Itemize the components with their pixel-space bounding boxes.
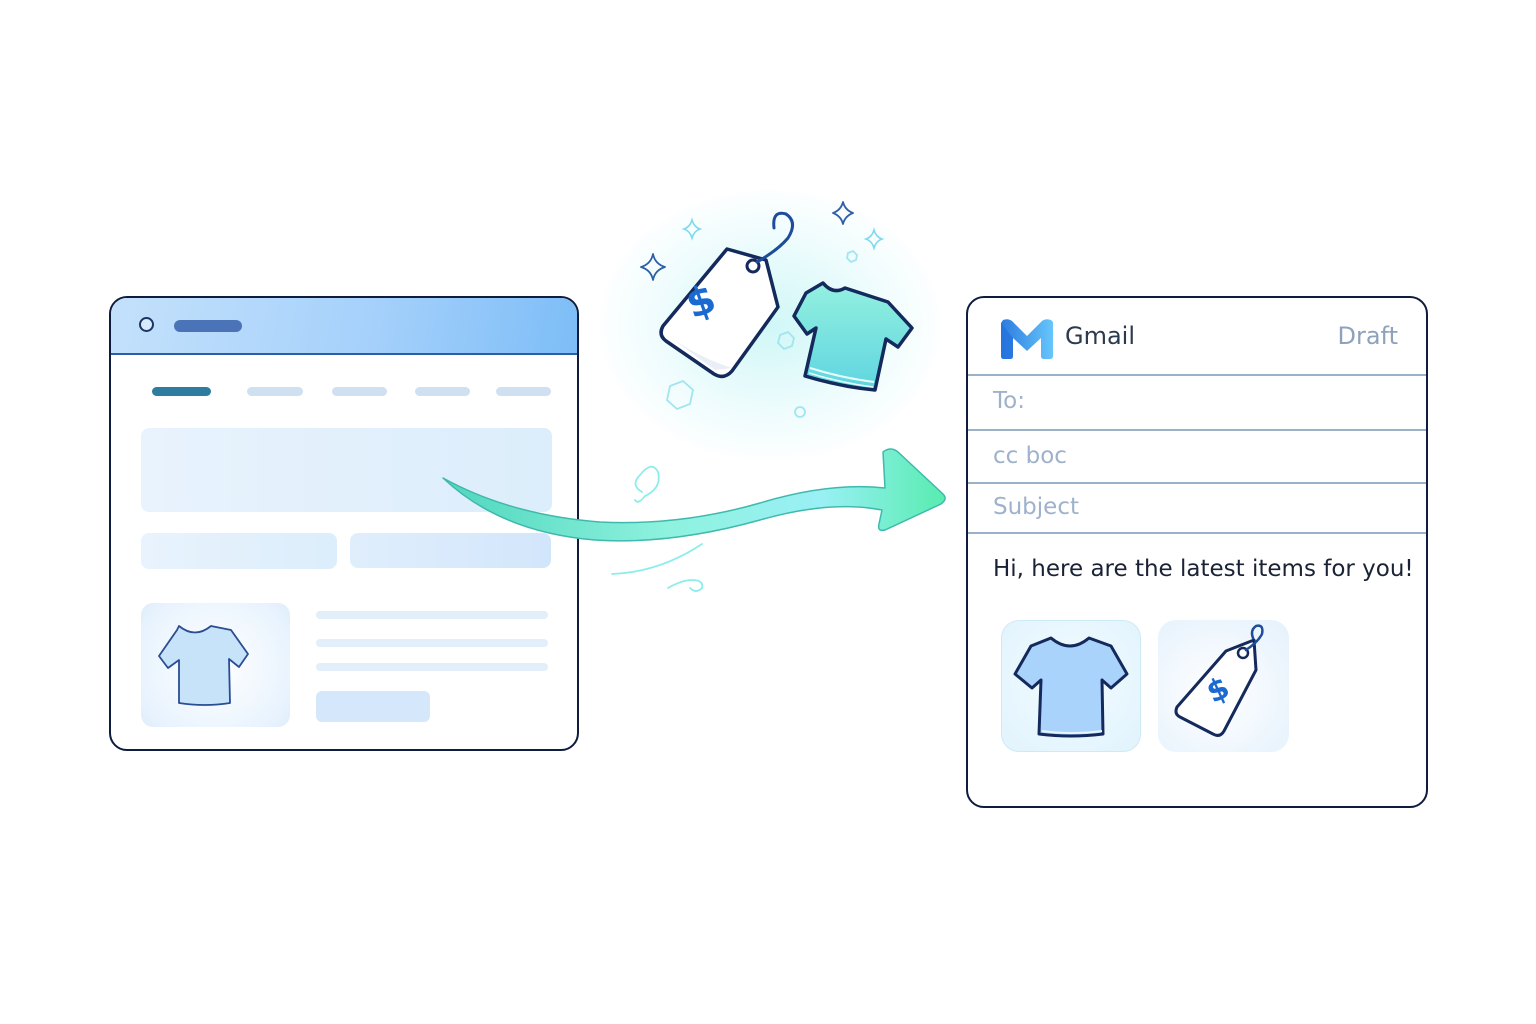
nav-tab[interactable] <box>415 387 470 396</box>
shirt-icon <box>158 625 249 706</box>
subject-label: Subject <box>993 494 1079 520</box>
sparkle-icon <box>640 201 854 281</box>
content-block-placeholder <box>141 533 337 569</box>
draft-status: Draft <box>1337 322 1399 350</box>
nav-tab-active[interactable] <box>152 387 211 396</box>
source-browser-window <box>109 296 579 751</box>
nav-tab[interactable] <box>496 387 551 396</box>
shirt-icon <box>1013 636 1129 738</box>
browser-titlebar <box>111 298 577 355</box>
text-line-placeholder <box>316 639 548 647</box>
browser-circle-icon <box>139 317 154 332</box>
subject-field[interactable]: Subject <box>968 482 1426 534</box>
shirt-icon <box>792 281 914 392</box>
product-thumbnail[interactable] <box>141 603 290 727</box>
price-tag-icon: $ <box>1174 624 1264 737</box>
text-line-placeholder <box>316 663 548 671</box>
button-placeholder[interactable] <box>316 691 430 722</box>
transfer-arrow <box>442 448 946 592</box>
attachment-price-tag[interactable]: $ <box>1158 620 1289 752</box>
nav-tab[interactable] <box>247 387 303 396</box>
price-tag-icon: $ <box>659 211 794 379</box>
hexagon-icon <box>666 249 858 418</box>
floating-items-illustration: $ <box>640 201 914 418</box>
attachment-shirt[interactable] <box>1001 620 1141 752</box>
app-title: Gmail <box>1065 322 1136 350</box>
to-label: To: <box>993 388 1025 414</box>
email-body-text[interactable]: Hi, here are the latest items for you! <box>993 556 1414 582</box>
gmail-logo-icon <box>1001 319 1053 359</box>
cc-field[interactable]: cc boc <box>968 429 1426 484</box>
sparkle-icon <box>681 217 885 251</box>
cc-label: cc boc <box>993 443 1067 469</box>
email-composer-window: Gmail Draft To: cc boc Subject Hi, here … <box>966 296 1428 808</box>
nav-tab[interactable] <box>332 387 387 396</box>
text-line-placeholder <box>316 611 548 619</box>
content-block-placeholder <box>350 533 551 568</box>
motion-swirl-icon <box>611 465 704 592</box>
to-field[interactable]: To: <box>968 374 1426 429</box>
browser-address-bar[interactable] <box>174 320 242 332</box>
